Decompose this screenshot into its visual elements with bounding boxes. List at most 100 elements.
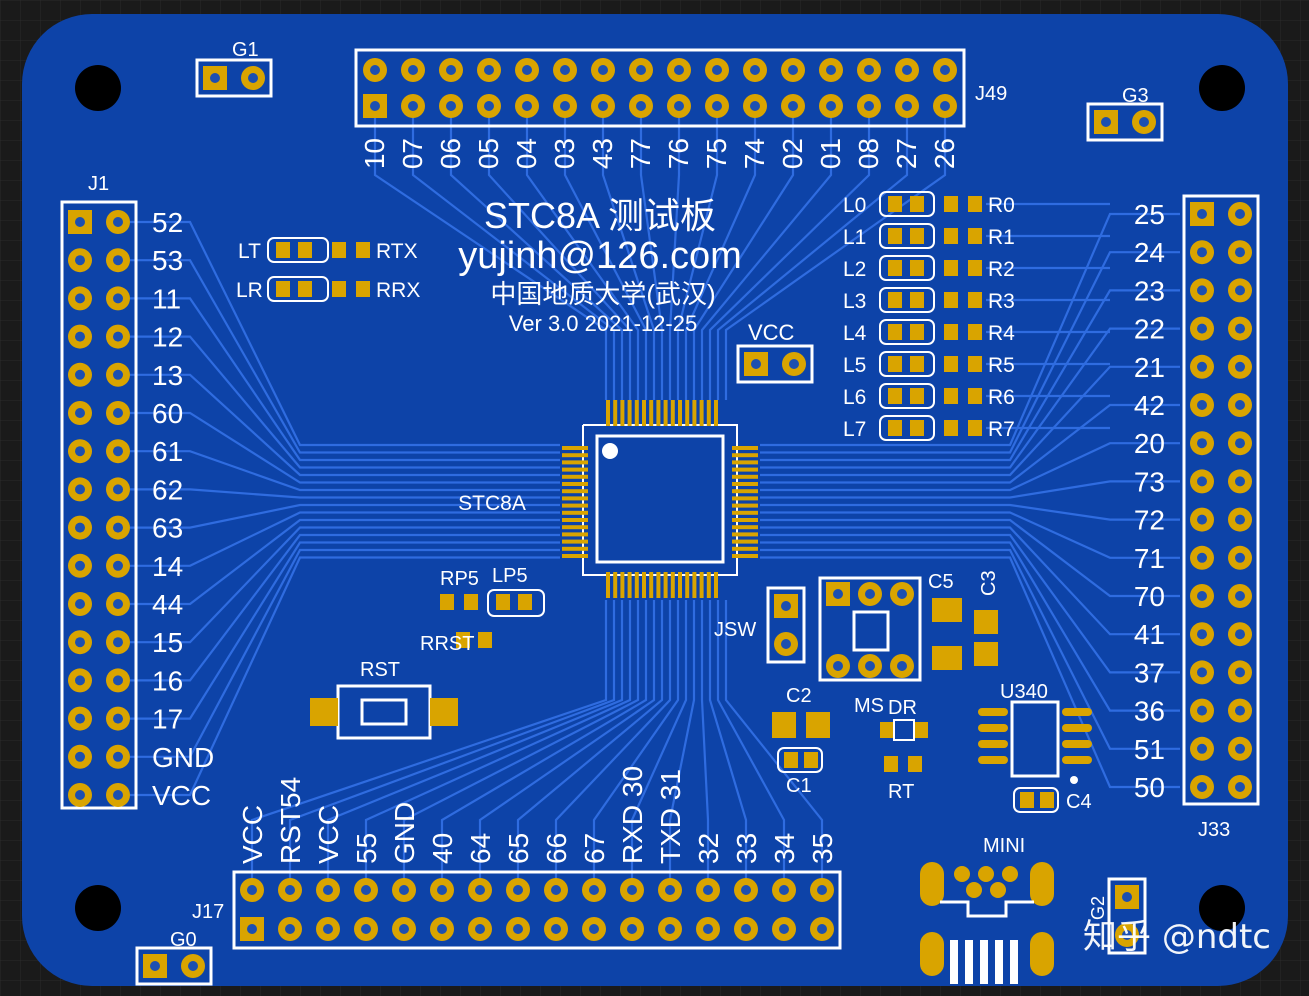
j17-pin-label-11: TXD 31 (655, 769, 686, 864)
j49-pin-label-4: 04 (511, 138, 542, 169)
mcu-pad-right-0 (732, 446, 758, 450)
trace-j17-0 (250, 600, 608, 890)
c5-pad-b (932, 646, 962, 670)
header-labels: 5253111213606162631444151617GNDVCC252423… (152, 138, 1165, 864)
u340-pad-right-3 (1062, 756, 1092, 764)
j49-pin-label-3: 05 (473, 138, 504, 169)
led-outline-1 (879, 223, 935, 249)
trace-j33-7 (760, 480, 1180, 499)
usb-smd-pin-3 (995, 940, 1003, 984)
rt-pad-a (884, 756, 898, 772)
j33-pin-b-3-drill (1235, 323, 1245, 334)
dr-pad-a (880, 722, 894, 738)
usb-outline (940, 900, 1034, 918)
u340-label: U340 (1000, 681, 1048, 703)
j1-pin-b-9-drill (113, 560, 123, 571)
j17-pin-bottom-4-drill (399, 924, 409, 934)
resistor-label-0: R0 (988, 194, 1015, 217)
mcu-pad-top-4 (634, 400, 639, 426)
u340-pad-left-3 (978, 756, 1008, 764)
c1-pad-b (804, 752, 818, 768)
lp5-pad-b (518, 594, 532, 610)
trace-j17-8 (554, 600, 672, 890)
j1-pin-a-14-drill (75, 751, 85, 762)
mcu-pad-top-2 (620, 400, 625, 426)
j1-label: J1 (88, 173, 109, 195)
mcu-pad-bottom-12 (692, 572, 697, 598)
mcu-pad-right-12 (732, 532, 758, 537)
trace-j17-9 (592, 600, 680, 890)
mcu-pad-right-13 (732, 539, 758, 544)
j49-pin-bottom-11-drill (788, 101, 798, 111)
j17-pin-bottom-13-drill (741, 924, 751, 934)
mcu-pad-left-15 (562, 554, 588, 558)
j1-pin-b-4-drill (113, 369, 123, 380)
board-university: 中国地质大学(武汉) (490, 279, 715, 309)
j49-pin-top-7-drill (636, 65, 646, 75)
mcu-pad-top-6 (649, 400, 654, 426)
j1-pin-b-13-drill (113, 713, 123, 724)
j1-pin-a-4-drill (75, 369, 85, 380)
g1-header-pin1-drill (210, 73, 220, 83)
c1-label: C1 (786, 775, 812, 797)
j1-pin-a-12-drill (75, 675, 85, 686)
j33-pin-label-8: 72 (1134, 505, 1165, 536)
u340-body (1010, 700, 1060, 778)
mcu-pad-right-15 (732, 554, 758, 558)
vcc-header-pin2-drill (789, 359, 799, 369)
mounting-hole-top-left (75, 65, 121, 111)
j33-pin-label-7: 73 (1134, 466, 1165, 497)
trace-j1-6 (130, 450, 560, 492)
led-pad-k-5 (910, 356, 924, 372)
led-outline-4 (879, 319, 935, 345)
trace-j1-13 (130, 541, 560, 720)
j33-pin-b-6-drill (1235, 438, 1245, 449)
mcu-pad-bottom-0 (606, 572, 610, 598)
j33-pin-b-12-drill (1235, 667, 1245, 678)
uart-res-pad-b-0 (356, 242, 370, 258)
j33-pin-label-0: 25 (1134, 199, 1165, 230)
led-outline-0 (879, 191, 935, 217)
j17-pin-bottom-1-drill (285, 924, 295, 934)
mcu-pad-left-1 (562, 453, 588, 458)
trace-j1-9 (130, 511, 560, 567)
j1-pin-a-6-drill (75, 446, 85, 457)
j33-pin-b-5-drill (1235, 400, 1245, 410)
j33-pin-b-8-drill (1235, 514, 1245, 525)
watermark-text: 知乎 @ndtc (1083, 917, 1271, 957)
j33-pin-a-12-drill (1197, 667, 1207, 678)
j33-pin-a-5-drill (1197, 400, 1207, 410)
trace-j49-9 (676, 110, 719, 400)
ms-pin-bottom-2-drill (897, 661, 907, 671)
j49-pin-label-10: 74 (739, 138, 770, 169)
jsw-header-outline (766, 586, 806, 664)
uart-res-pad-a-1 (332, 281, 346, 297)
led-pad-a-0 (888, 196, 902, 212)
j49-pin-top-9-drill (712, 65, 722, 75)
j33-pin-a-8-drill (1197, 514, 1207, 525)
j17-pin-top-5-drill (437, 885, 447, 895)
j33-pin-label-12: 37 (1134, 657, 1165, 688)
mcu-pad-right-1 (732, 453, 758, 458)
uart-led-pad-a-0 (276, 242, 290, 258)
rtx-label: RTX (376, 240, 418, 263)
mcu-pad-right-2 (732, 460, 758, 465)
board-email: yujinh@126.com (458, 235, 742, 277)
trace-j1-11 (130, 526, 560, 644)
j33-pin-label-14: 51 (1134, 734, 1165, 765)
mcu-pad-bottom-5 (642, 572, 646, 598)
mcu-pad-top-9 (670, 400, 675, 426)
mcu-pad-left-5 (562, 482, 588, 486)
board-version: Ver 3.0 2021-12-25 (509, 311, 697, 336)
j1-pin-label-1: 53 (152, 245, 183, 276)
res-pad-a-1 (944, 228, 958, 244)
g0-header-pin1-drill (150, 961, 160, 971)
j1-pin-label-8: 63 (152, 513, 183, 544)
j49-pin-label-8: 76 (663, 138, 694, 169)
j33-pin-label-3: 22 (1134, 314, 1165, 345)
j1-pin-a-5-drill (75, 408, 85, 418)
mcu-pad-right-11 (732, 525, 758, 530)
trace-j49-8 (668, 110, 681, 400)
